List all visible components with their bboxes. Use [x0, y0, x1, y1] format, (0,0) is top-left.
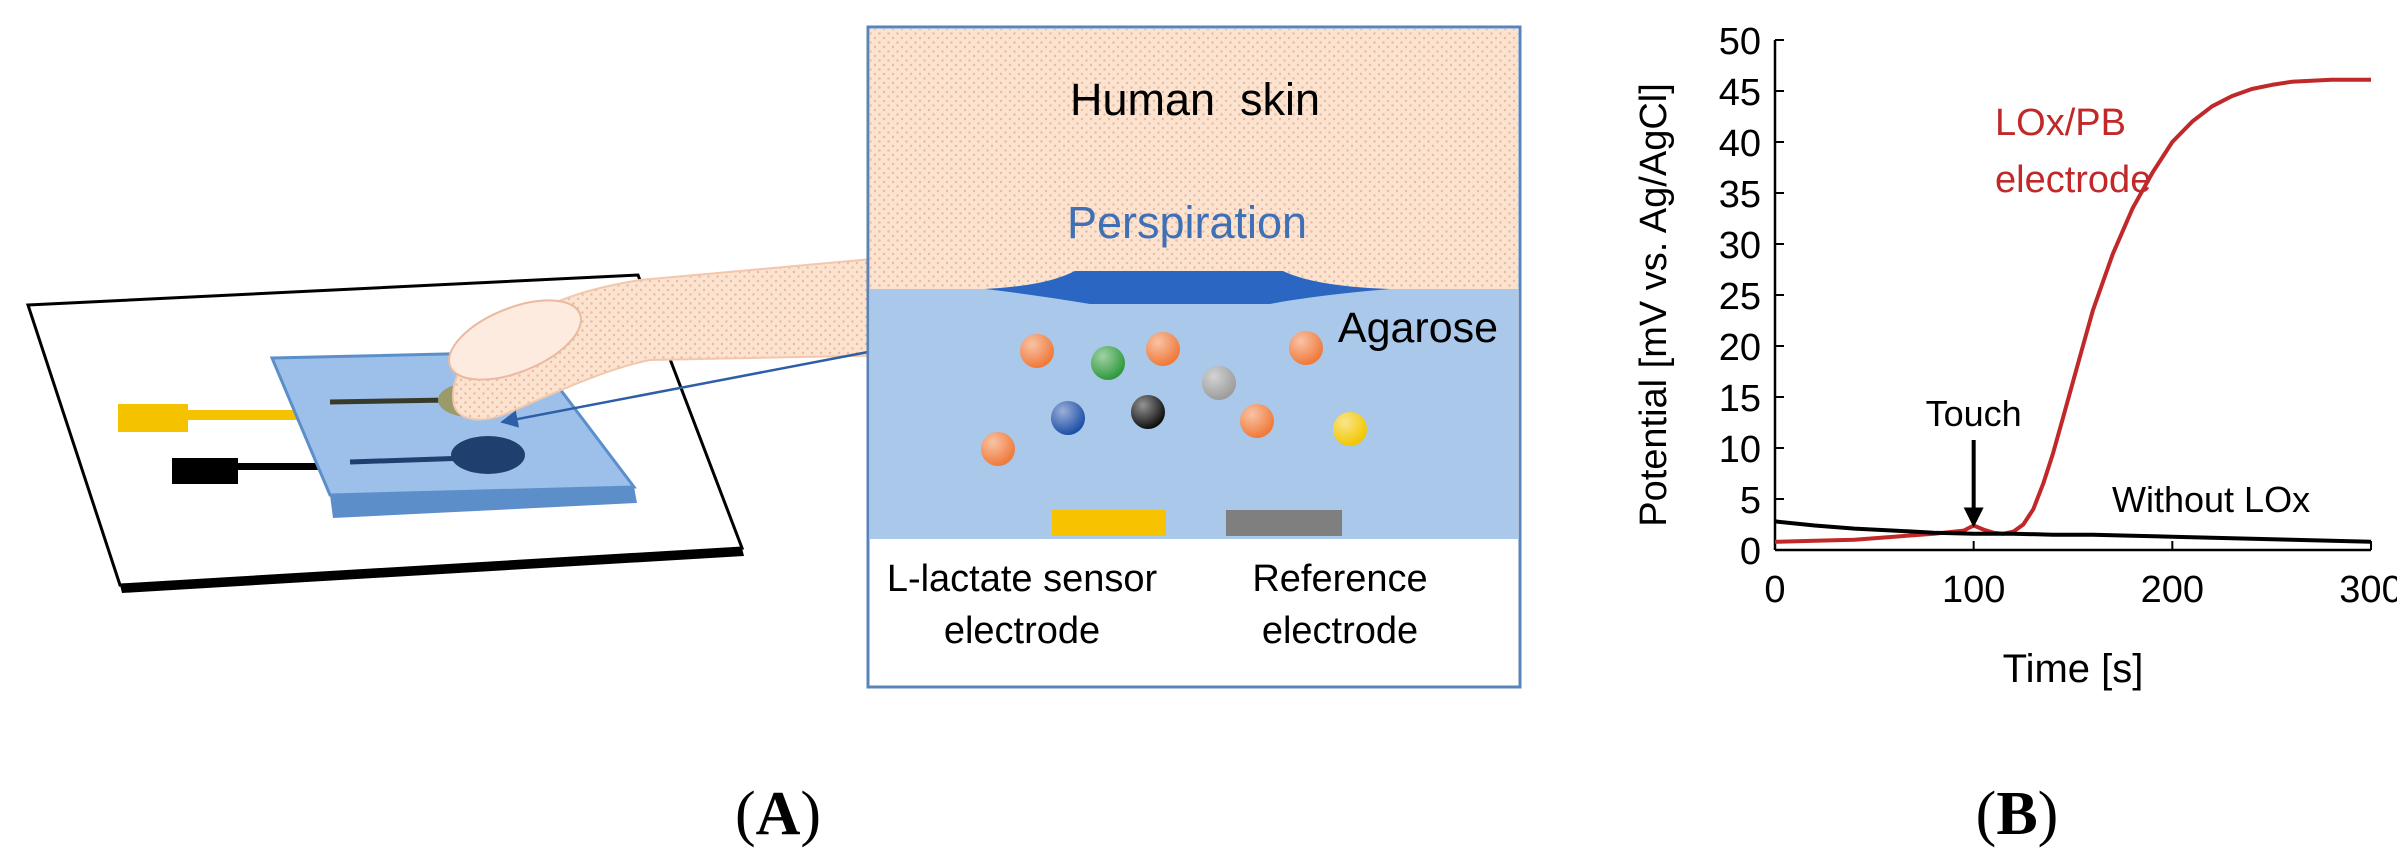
- reference-lead-pad: [172, 458, 238, 484]
- chart-series: [1775, 77, 2371, 544]
- sensor-device-illustration: [25, 254, 906, 593]
- sensor-lead-pad: [118, 404, 188, 432]
- x-tick-label: 0: [1764, 569, 1785, 611]
- reference-electrode-trace: [349, 455, 469, 465]
- particle-highlight: [1131, 395, 1165, 429]
- particle-highlight: [1146, 332, 1180, 366]
- particle: [1289, 331, 1323, 365]
- x-tick-label: 300: [2339, 569, 2397, 611]
- panel-label-a-letter: A: [756, 780, 801, 848]
- particle-highlight: [981, 432, 1015, 466]
- skin-label: Human skin: [1070, 74, 1320, 125]
- particle-highlight: [1240, 404, 1274, 438]
- panel-label-b-close: ): [2038, 780, 2059, 848]
- panel-label-b-open: (: [1976, 780, 1997, 848]
- particle: [981, 432, 1015, 466]
- y-tick-label: 20: [1719, 327, 1761, 369]
- reference-electrode-label-line1: Reference: [1252, 558, 1427, 600]
- perspiration-label: Perspiration: [1067, 197, 1307, 248]
- x-axis-label: Time [s]: [2003, 647, 2144, 691]
- x-tick-label: 200: [2141, 569, 2204, 611]
- reference-electrode-label-line2: electrode: [1262, 610, 1418, 652]
- sensor-electrode-label-line1: L-lactate sensor: [887, 558, 1158, 600]
- panel-label-a: (A): [735, 780, 821, 848]
- particle-highlight: [1333, 412, 1367, 446]
- panel-label-b-letter: B: [1996, 780, 2037, 848]
- y-tick-label: 0: [1740, 531, 1761, 573]
- particle: [1051, 401, 1085, 435]
- test-board-edge: [120, 548, 744, 593]
- series-line-without-lox: [1775, 519, 2371, 544]
- sensor-electrode-trace: [329, 397, 451, 405]
- particle-highlight: [1289, 331, 1323, 365]
- reference-electrode-bar: [1226, 510, 1342, 536]
- y-tick-label: 10: [1719, 429, 1761, 471]
- particle: [1240, 404, 1274, 438]
- perspiration-droplet: [985, 271, 1390, 304]
- particle-highlight: [1091, 346, 1125, 380]
- y-tick-label: 5: [1740, 480, 1761, 522]
- y-tick-label: 40: [1719, 123, 1761, 165]
- agarose-layer: [870, 289, 1518, 539]
- y-tick-label: 30: [1719, 225, 1761, 267]
- y-tick-label: 50: [1719, 21, 1761, 63]
- particle: [1202, 366, 1236, 400]
- reference-electrode-spot: [451, 436, 525, 474]
- y-tick-label: 25: [1719, 276, 1761, 318]
- lactate-particles: [981, 331, 1367, 466]
- x-tick-label: 100: [1942, 569, 2005, 611]
- zoom-arrow: [500, 350, 869, 428]
- chip-side: [330, 487, 637, 518]
- fingernail: [447, 299, 583, 381]
- agarose-label: Agarose: [1338, 304, 1498, 352]
- series-label-lox-pb-line2: electrode: [1995, 159, 2151, 201]
- particle: [1020, 334, 1054, 368]
- series-label-without-lox: Without LOx: [2112, 479, 2310, 520]
- particle: [1333, 412, 1367, 446]
- particle-highlight: [1051, 401, 1085, 435]
- skin-layer: [870, 29, 1518, 289]
- sensor-electrode-label-line2: electrode: [944, 610, 1100, 652]
- y-tick-label: 45: [1719, 72, 1761, 114]
- panel-label-a-open: (: [735, 780, 756, 848]
- panel-label-b: (B): [1976, 780, 2059, 848]
- y-tick-label: 35: [1719, 174, 1761, 216]
- y-axis-label: Potential [mV vs. Ag/AgCl]: [1633, 83, 1675, 527]
- touch-annotation: Touch: [1926, 393, 2022, 434]
- series-label-lox-pb-line1: LOx/PB: [1995, 102, 2126, 144]
- cross-section-diagram: Human skin Perspiration Agarose L-lactat…: [866, 25, 1522, 689]
- y-tick-label: 15: [1719, 378, 1761, 420]
- sensor-electrode-bar: [1052, 510, 1166, 536]
- particle: [1146, 332, 1180, 366]
- particle: [1091, 346, 1125, 380]
- series-line-lox-pb: [1775, 77, 2371, 544]
- particle-highlight: [1020, 334, 1054, 368]
- particle: [1131, 395, 1165, 429]
- particle-highlight: [1202, 366, 1236, 400]
- panel-label-a-close: ): [800, 780, 821, 848]
